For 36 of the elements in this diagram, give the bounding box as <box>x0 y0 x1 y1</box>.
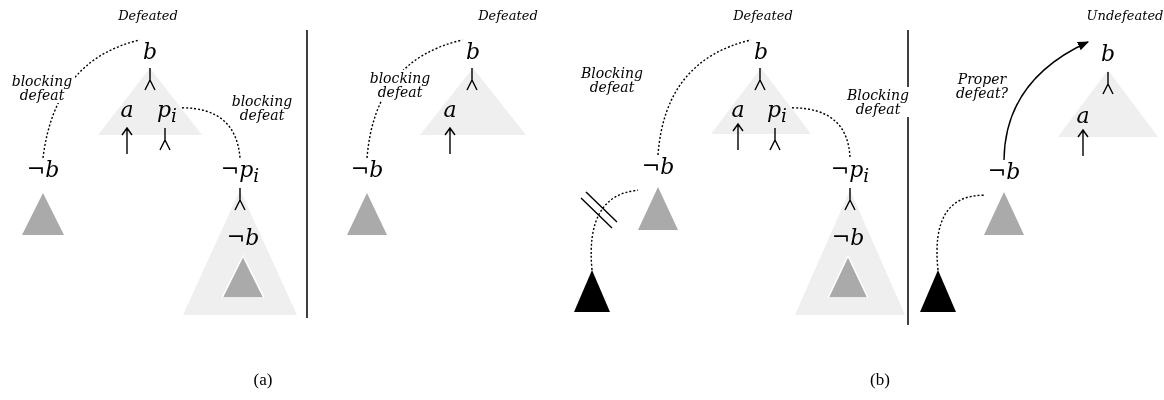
proposition-label: ¬p$_{i}$ <box>219 158 261 189</box>
dotted-connector <box>657 39 752 156</box>
status-label: Defeated <box>118 8 178 23</box>
status-label: Defeated <box>478 8 538 23</box>
proposition-label: ¬b <box>986 160 1022 184</box>
proposition-label: ¬b <box>640 155 676 179</box>
proposition-label: b <box>752 40 770 64</box>
proposition-label: b <box>464 40 482 64</box>
proposition-label: ¬b <box>830 226 866 250</box>
proposition-label: ¬b <box>25 158 61 182</box>
proposition-label: b <box>1099 42 1117 66</box>
proposition-label: p$_{i}$ <box>762 98 792 126</box>
proposition-label: a <box>728 98 748 124</box>
dotted-connector <box>590 189 639 271</box>
proposition-label: b <box>141 40 159 64</box>
arrow <box>1003 41 1089 161</box>
status-label: Undefeated <box>1086 8 1164 23</box>
status-label: Defeated <box>733 8 793 23</box>
proposition-label: a <box>1073 104 1093 130</box>
edge-label: blocking defeat <box>229 93 295 123</box>
proposition-label: ¬p$_{i}$ <box>829 158 871 189</box>
proposition-label: a <box>117 98 137 124</box>
dotted-connector <box>936 194 985 271</box>
dotted-connector <box>791 107 851 159</box>
edge-label: blocking defeat <box>367 70 433 100</box>
proposition-label: p$_{i}$ <box>152 98 182 126</box>
proposition-label: ¬b <box>349 158 385 182</box>
dotted-connector <box>181 107 241 159</box>
edge-label: blocking defeat <box>9 73 75 103</box>
edge-label: Blocking defeat <box>845 87 911 117</box>
edge-label: Blocking defeat <box>579 65 645 95</box>
panel-caption: (a) <box>253 370 273 390</box>
proposition-label: ¬b <box>225 226 261 250</box>
panel-caption: (b) <box>870 370 890 390</box>
dotted-connector <box>42 39 141 159</box>
proposition-label: a <box>440 98 460 124</box>
